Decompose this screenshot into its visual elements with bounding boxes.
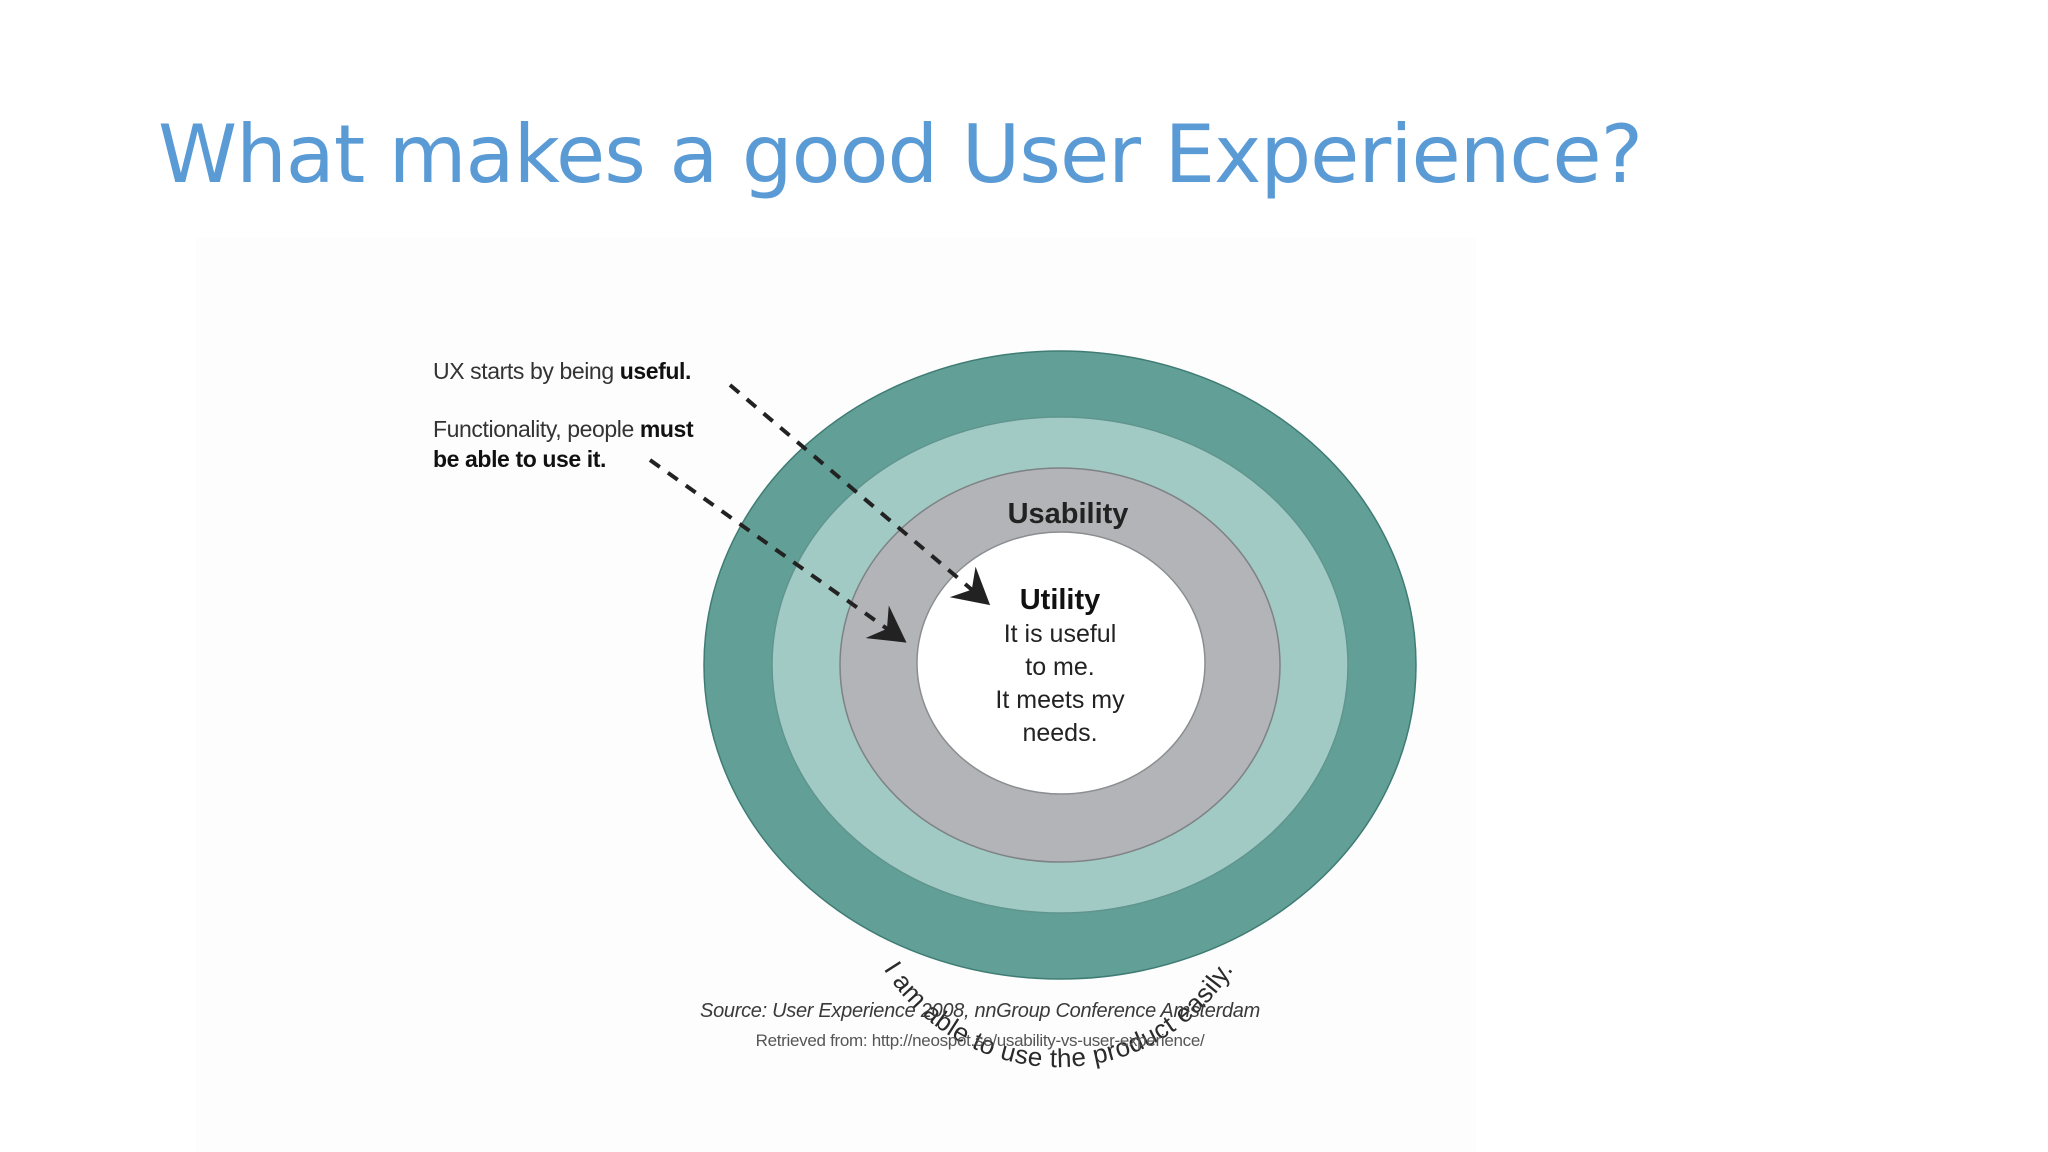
- callout-useful: UX starts by being useful.: [433, 356, 691, 386]
- useful-arrow: [728, 383, 991, 606]
- ux-rings-svg: Usability Utility It is useful to me. It…: [648, 350, 1417, 1073]
- usable-arrow: [648, 458, 907, 643]
- callout-usable-text: Functionality, people: [433, 416, 640, 442]
- callout-usable: Functionality, people must be able to us…: [433, 414, 694, 474]
- usability-label: Usability: [1008, 498, 1129, 530]
- callout-usable-line2: be able to use it.: [433, 444, 693, 474]
- ux-diagram: Usability Utility It is useful to me. It…: [196, 238, 1476, 1152]
- utility-line-4: needs.: [1022, 719, 1097, 747]
- utility-line-3: It meets my: [995, 686, 1125, 714]
- slide-title: What makes a good User Experience?: [158, 108, 1643, 201]
- utility-label: Utility: [1020, 584, 1101, 616]
- utility-line-2: to me.: [1025, 653, 1094, 681]
- source-citation: Source: User Experience 2008, nnGroup Co…: [700, 1000, 1260, 1022]
- utility-line-1: It is useful: [1004, 620, 1117, 648]
- callout-usable-bold-line2: be able to use it.: [433, 446, 607, 472]
- callout-usable-bold: must: [639, 416, 694, 442]
- callout-useful-text: UX starts by being: [433, 358, 620, 384]
- callout-usable-line1: Functionality, people must: [433, 414, 694, 444]
- retrieved-from: Retrieved from: http://neospot.se/usabil…: [755, 1031, 1205, 1050]
- callout-useful-bold: useful.: [619, 358, 692, 384]
